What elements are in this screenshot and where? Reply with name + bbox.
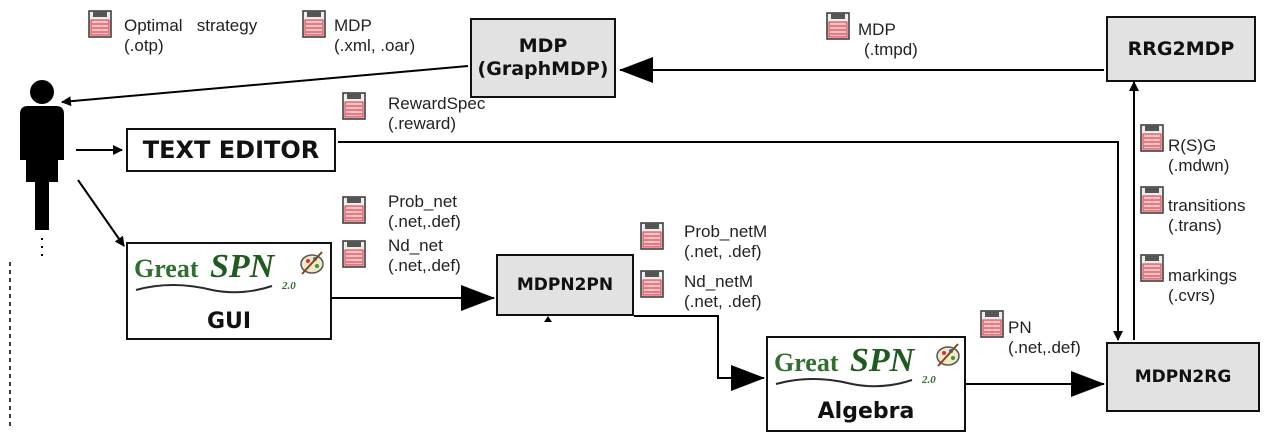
logo-version: 2.0 (282, 280, 296, 292)
file-name: Prob_net (388, 192, 457, 211)
gui-label: GUI (206, 309, 252, 334)
floppy-disk-icon (980, 310, 1004, 338)
file-ext: (.net,.def) (1008, 338, 1081, 357)
file-name: MDP (334, 16, 372, 35)
edge-mdpn2pn-algebra (634, 315, 765, 391)
file-name: markings (1168, 266, 1237, 285)
file-label-mdp-xml: MDP (.xml, .oar) (334, 16, 415, 56)
logo-brand-b: SPN (210, 248, 275, 285)
floppy-disk-icon (826, 12, 850, 40)
algebra-label: Algebra (817, 399, 915, 424)
file-label-mdp-tmpd: MDP (.tmpd) (858, 20, 918, 60)
logo-brand-a: Great (774, 348, 839, 377)
file-ext: (.otp) (124, 36, 164, 55)
file-label-pn: PN (.net,.def) (1008, 318, 1081, 358)
floppy-disk-icon (640, 270, 664, 298)
file-name: R(S)G (1168, 136, 1217, 155)
file-label-nd-netm: Nd_netM (.net, .def) (684, 272, 761, 312)
mdpn2pn-label: MDPN2PN (516, 275, 614, 295)
user-figure (20, 80, 64, 256)
mdpn2pn-box: MDPN2PN (496, 254, 634, 316)
floppy-disk-icon (342, 196, 366, 224)
greatspn-logo-algebra: Great SPN 2.0 (772, 340, 964, 398)
logo-brand-b: SPN (850, 342, 915, 379)
file-name: Prob_netM (684, 222, 768, 241)
file-name: transitions (1168, 196, 1246, 215)
file-name: Optimal strategy (124, 16, 258, 35)
mdpn2rg-box: MDPN2RG (1106, 342, 1260, 412)
floppy-disk-icon (1140, 124, 1164, 152)
file-name: Nd_net (388, 236, 443, 255)
file-label-markings: markings (.cvrs) (1168, 266, 1237, 306)
greatspn-logo-gui: Great SPN 2.0 (132, 246, 328, 306)
file-name: Nd_netM (684, 272, 753, 291)
mdp-graphmdp-box: MDP (GraphMDP) (470, 18, 616, 98)
rrg2mdp-label: RRG2MDP (1127, 38, 1235, 60)
file-ext: (.trans) (1168, 216, 1222, 235)
file-ext: (.net, .def) (684, 292, 762, 311)
rrg2mdp-box: RRG2MDP (1106, 16, 1256, 82)
file-label-rsg: R(S)G (.mdwn) (1168, 136, 1229, 176)
file-ext: (.cvrs) (1168, 286, 1216, 305)
file-ext: (.tmpd) (864, 40, 918, 59)
floppy-disk-icon (640, 222, 664, 250)
file-ext: (.reward) (388, 114, 457, 133)
floppy-disk-icon (302, 10, 326, 38)
file-name: PN (1008, 318, 1032, 337)
file-ext: (.mdwn) (1168, 156, 1230, 175)
file-label-prob-net: Prob_net (.net,.def) (388, 192, 461, 232)
palette-icon (135, 251, 324, 294)
file-name: RewardSpec (388, 94, 486, 113)
floppy-disk-icon (342, 240, 366, 268)
file-name: MDP (858, 20, 896, 39)
file-ext: (.xml, .oar) (334, 36, 416, 55)
mdpn2rg-label: MDPN2RG (1134, 367, 1232, 387)
file-label-rewardspec: RewardSpec (.reward) (388, 94, 485, 134)
edge-user-gui (77, 179, 125, 247)
file-label-nd-net: Nd_net (.net,.def) (388, 236, 461, 276)
algebra-box: Algebra (766, 336, 966, 432)
file-ext: (.net, .def) (684, 242, 762, 261)
logo-brand-a: Great (134, 254, 199, 283)
file-label-prob-netm: Prob_netM (.net, .def) (684, 222, 767, 262)
floppy-disk-icon (88, 10, 112, 38)
logo-version: 2.0 (922, 374, 936, 386)
palette-icon (775, 343, 960, 388)
text-editor-box: TEXT EDITOR (126, 128, 336, 172)
file-label-transitions: transitions (.trans) (1168, 196, 1245, 236)
floppy-disk-icon (1140, 254, 1164, 282)
file-label-optimal-strategy: Optimal strategy (.otp) (124, 16, 257, 56)
mdp-graphmdp-line1: MDP (518, 35, 568, 57)
gui-box: GUI (126, 242, 332, 340)
file-ext: (.net,.def) (388, 256, 461, 275)
edge-mdpgraph-user (61, 65, 469, 107)
mdp-graphmdp-line2: (GraphMDP) (477, 58, 609, 80)
edge-texteditor-mdpn2rg (338, 141, 1123, 341)
file-ext: (.net,.def) (388, 212, 461, 231)
text-editor-label: TEXT EDITOR (142, 136, 320, 164)
floppy-disk-icon (1140, 186, 1164, 214)
floppy-disk-icon (342, 92, 366, 120)
